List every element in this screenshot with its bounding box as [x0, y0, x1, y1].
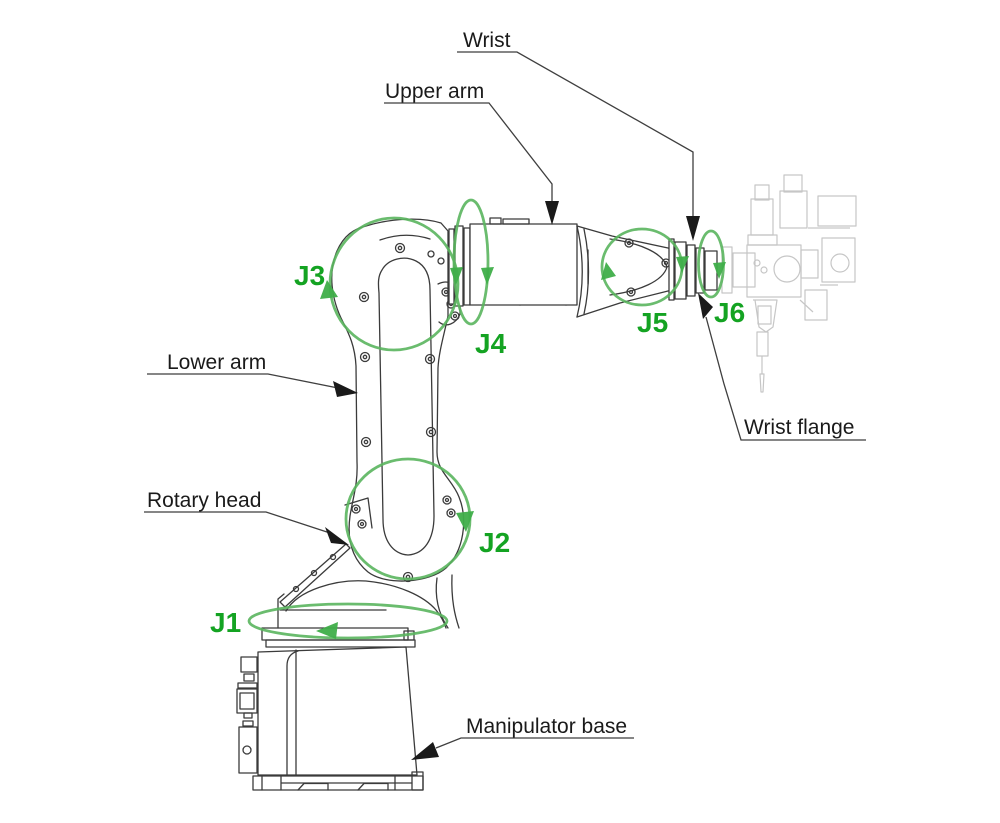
joint-rotation-indicators [247, 198, 726, 640]
manipulator-base-drawing [257, 627, 418, 776]
j3-rotation-circle [328, 216, 460, 352]
label-manipulator-base: Manipulator base [466, 715, 627, 738]
joint-label-j1: J1 [210, 607, 241, 638]
wrist-leader [457, 51, 700, 241]
j5-rotation-arrow-left-icon [601, 262, 616, 280]
rotary-head-drawing [277, 543, 460, 629]
joint-label-j4: J4 [475, 328, 507, 359]
wrist-flange-arrowhead-icon [698, 293, 713, 319]
wrist-flange-leader [698, 293, 866, 441]
joint-label-j3: J3 [294, 260, 325, 291]
manipulator-base-arrowhead-icon [411, 742, 439, 760]
j4-rotation-ellipse [452, 198, 490, 326]
j4-joint-rings [448, 225, 471, 307]
upper-arm-arrowhead-icon [545, 201, 559, 225]
manipulator-base-leader [411, 737, 634, 760]
label-wrist-flange: Wrist flange [744, 416, 855, 439]
upper-arm-leader [384, 102, 559, 225]
base-foot-plate [252, 771, 424, 791]
j2-rotation-arrow-icon [456, 511, 474, 532]
lower-arm-drawing [331, 218, 465, 582]
label-lower-arm: Lower arm [167, 351, 266, 374]
joint-label-j5: J5 [637, 307, 668, 338]
joint-labels: J1 J2 J3 J4 J5 J6 [210, 260, 745, 638]
j1-rotation-arrow-icon [316, 622, 338, 639]
rotary-head-leader [144, 511, 349, 545]
j6-rotation-arrow-icon [713, 262, 726, 279]
base-connectors [236, 656, 258, 774]
j3-rotation-arrow-icon [320, 280, 338, 299]
part-labels: Wrist Upper arm Lower arm Rotary head Ma… [147, 29, 855, 738]
label-wrist: Wrist [463, 29, 511, 52]
lower-arm-arrowhead-icon [333, 381, 358, 397]
lower-arm-leader [147, 373, 358, 397]
j1-rotation-ellipse [247, 602, 449, 640]
leader-lines [144, 51, 866, 760]
end-effector-drawing [721, 174, 857, 393]
rotary-head-arrowhead-icon [325, 527, 349, 545]
j4-rotation-arrow-left-icon [450, 267, 463, 285]
label-rotary-head: Rotary head [147, 489, 261, 512]
j5-rotation-arrow-right-icon [676, 256, 689, 273]
joint-label-j2: J2 [479, 527, 510, 558]
joint-label-j6: J6 [714, 297, 745, 328]
wrist-arrowhead-icon [686, 216, 700, 241]
j4-rotation-arrow-right-icon [481, 267, 494, 285]
label-upper-arm: Upper arm [385, 80, 484, 103]
